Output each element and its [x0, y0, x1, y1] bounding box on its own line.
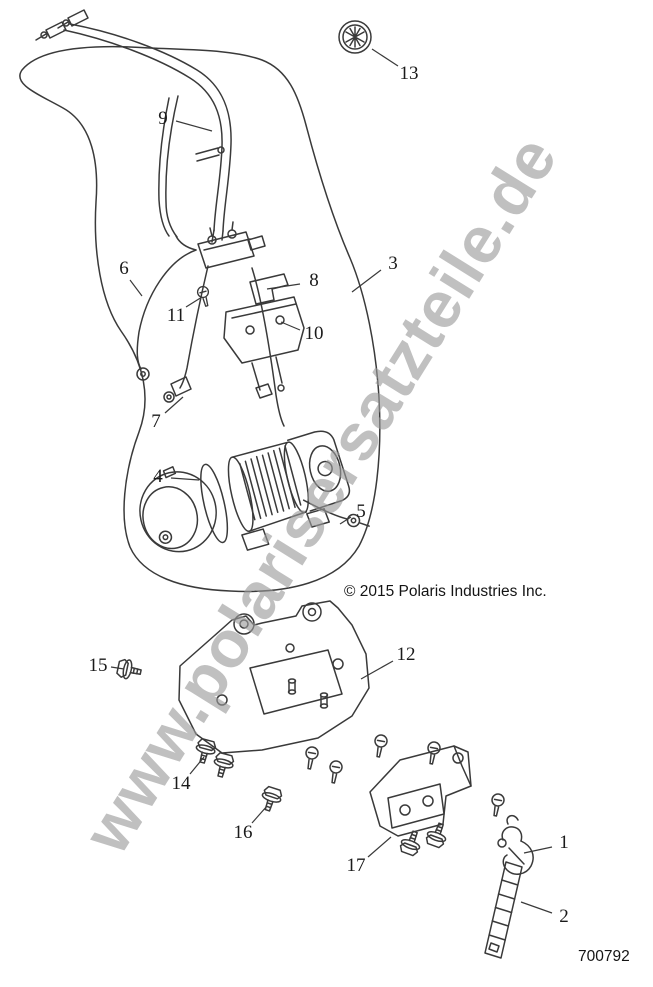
- rope-end: [302, 499, 348, 520]
- callout-label-11: 11: [166, 305, 186, 326]
- assembly-outline: [19, 45, 381, 593]
- leader-line-16: [251, 805, 268, 824]
- solenoid-group: [197, 221, 289, 427]
- clevis-hook-small: [346, 513, 361, 528]
- part-number: 700792: [578, 948, 630, 965]
- mount-plate: [178, 600, 370, 754]
- screw-11: [195, 284, 213, 308]
- leader-line-7: [164, 396, 184, 414]
- callout-label-10: 10: [304, 323, 324, 344]
- leader-line-2: [520, 901, 553, 914]
- bolt-15: [115, 657, 144, 683]
- leader-line-13: [371, 48, 399, 67]
- callout-label-6: 6: [119, 258, 129, 279]
- screw-b: [326, 759, 344, 785]
- leader-line-4: [170, 477, 200, 481]
- strap: [484, 861, 523, 959]
- leader-line-15: [110, 666, 125, 670]
- leader-line-9: [175, 120, 213, 132]
- callout-label-15: 15: [88, 655, 108, 676]
- leader-line-5: [339, 516, 352, 525]
- leader-lines: [110, 48, 553, 914]
- callout-label-17: 17: [346, 855, 366, 876]
- screw-e: [488, 792, 506, 818]
- leader-line-1: [523, 846, 553, 854]
- screw-c: [371, 733, 389, 759]
- callout-label-14: 14: [171, 773, 191, 794]
- mount-bracket-small: [223, 296, 305, 399]
- callout-label-3: 3: [388, 253, 398, 274]
- leader-line-17: [367, 836, 392, 858]
- callout-label-12: 12: [396, 644, 416, 665]
- leader-line-11: [185, 296, 203, 308]
- callout-label-5: 5: [356, 501, 366, 522]
- leader-line-14: [189, 756, 205, 775]
- callout-label-8: 8: [309, 270, 319, 291]
- copyright-text: © 2015 Polaris Industries Inc.: [344, 583, 547, 600]
- callout-label-2: 2: [559, 906, 569, 927]
- leader-line-12: [360, 660, 394, 680]
- callout-label-16: 16: [233, 822, 253, 843]
- battery-cable: [136, 249, 197, 381]
- hose-group: [35, 9, 232, 251]
- leader-line-3: [351, 269, 382, 293]
- bolt-14b: [210, 751, 236, 780]
- fairlead-bracket: [369, 745, 472, 837]
- callout-label-13: 13: [399, 63, 419, 84]
- callout-label-4: 4: [153, 466, 163, 487]
- callout-label-9: 9: [158, 108, 168, 129]
- leader-line-10: [280, 321, 301, 331]
- leader-line-6: [129, 279, 143, 297]
- cable-connector: [163, 265, 209, 403]
- leader-line-8: [266, 283, 301, 290]
- bolt-14a: [192, 737, 218, 766]
- callout-label-1: 1: [559, 832, 569, 853]
- cap-plug: [338, 20, 372, 54]
- bolt-16: [257, 784, 285, 814]
- screw-a: [302, 745, 320, 771]
- callout-label-7: 7: [151, 411, 161, 432]
- winch-assembly: [139, 430, 370, 553]
